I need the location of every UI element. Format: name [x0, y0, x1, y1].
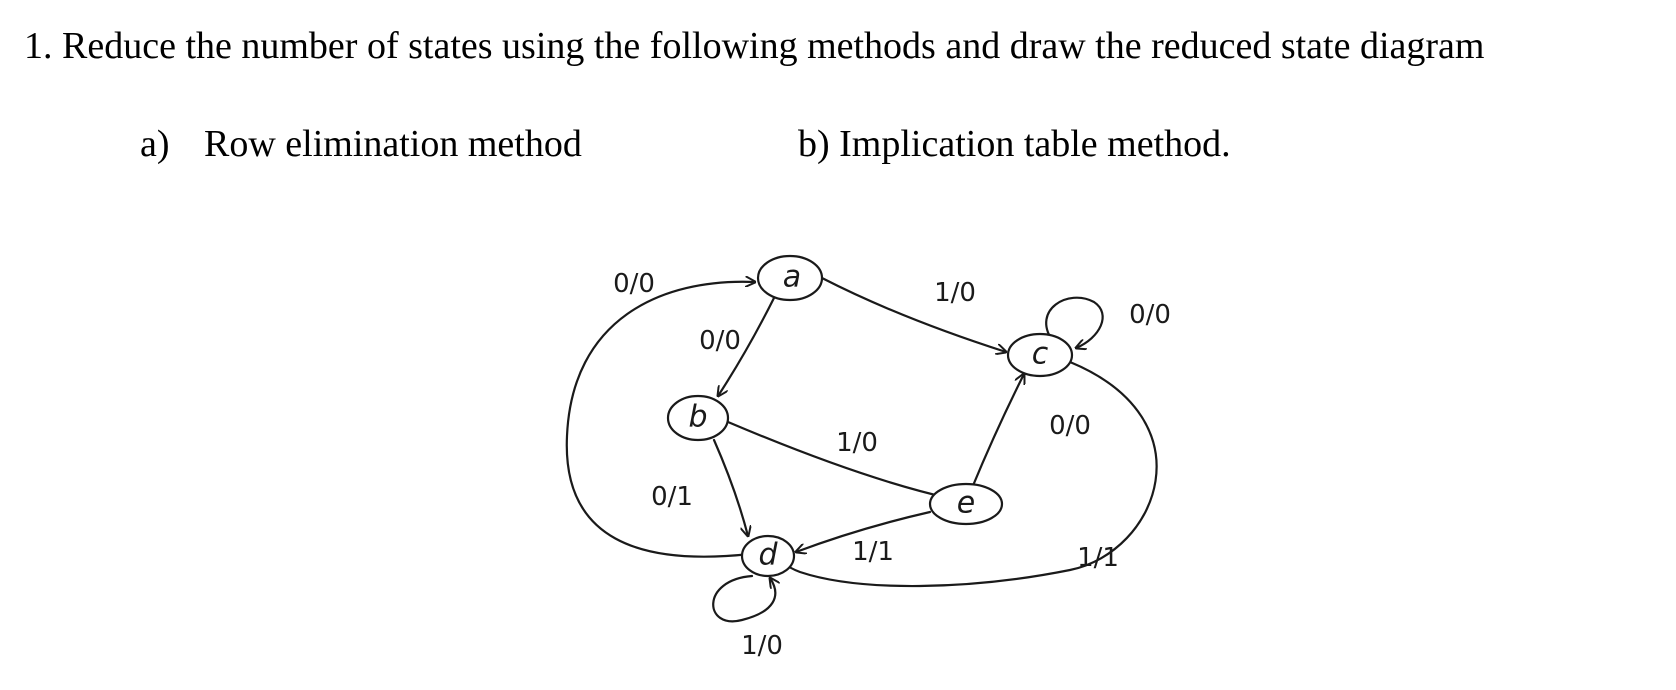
label-b-d: 0/1 [651, 482, 693, 512]
method-a-marker: a) [140, 123, 170, 165]
label-d-a: 0/0 [613, 269, 655, 299]
label-e-d: 1/1 [852, 537, 894, 567]
method-b: b) Implication table method. [798, 120, 1231, 168]
state-d: d [740, 534, 796, 578]
label-c-d: 1/1 [1077, 543, 1119, 573]
state-d-label: d [758, 538, 778, 573]
edge-d-d [712, 574, 775, 623]
edge-d-a [565, 282, 755, 558]
method-a-label: Row elimination method [204, 123, 582, 165]
label-a-c: 1/0 [934, 278, 976, 308]
label-c-c: 0/0 [1129, 300, 1171, 330]
label-e-c: 0/0 [1049, 411, 1091, 441]
edge-b-d [712, 438, 748, 536]
edge-a-b [718, 294, 777, 396]
question-text: 1. Reduce the number of states using the… [24, 25, 1485, 67]
edge-a-c [820, 276, 1006, 352]
state-c-label: c [1032, 337, 1049, 372]
label-a-b: 0/0 [699, 326, 741, 356]
state-b-label: b [688, 400, 707, 435]
state-b: b [666, 394, 730, 442]
edge-e-c [970, 374, 1024, 490]
state-e-label: e [957, 486, 975, 521]
edge-c-c [1045, 296, 1104, 348]
state-e: e [928, 482, 1004, 526]
state-c: c [1006, 332, 1074, 378]
state-a-label: a [783, 260, 801, 295]
edge-e-d [796, 510, 932, 552]
edge-c-d [781, 360, 1158, 588]
method-a: a) Row elimination method [140, 120, 582, 168]
label-d-d: 1/0 [741, 631, 783, 661]
method-b-label: b) Implication table method. [798, 123, 1231, 165]
label-b-e: 1/0 [836, 428, 878, 458]
state-a: a [756, 254, 824, 302]
edge-b-e [726, 420, 948, 498]
